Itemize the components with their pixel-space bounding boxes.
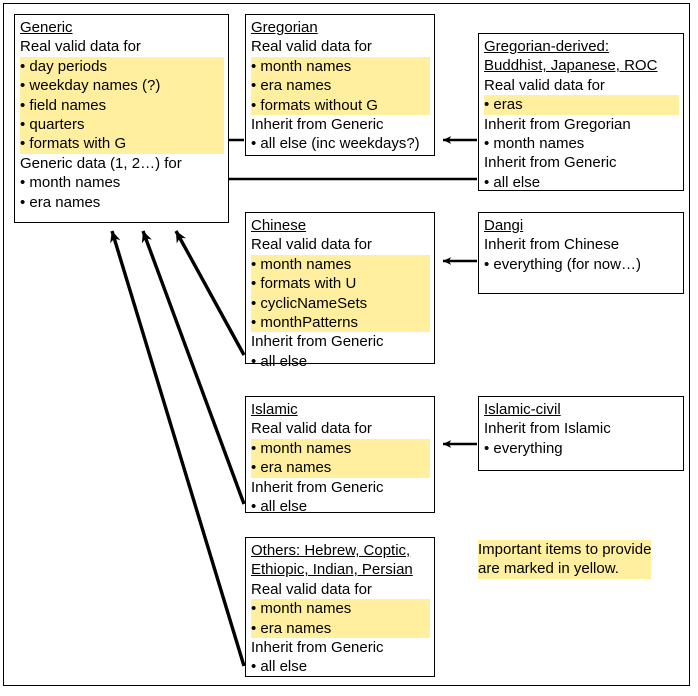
node-generic-line-5: • formats with G [20, 134, 224, 154]
legend-note-line-2: are marked in yellow. [478, 559, 652, 579]
diagram-outer-frame [3, 3, 690, 686]
node-others-title: Others: Hebrew, Coptic, [251, 542, 411, 559]
node-generic-line-3: • field names [20, 95, 224, 116]
node-gregorian-derived-line-4: Inherit from Generic [484, 154, 617, 172]
node-islamic[interactable]: Islamic Real valid data for • month name… [245, 396, 435, 516]
node-others-line-0: Real valid data for [251, 580, 372, 598]
node-generic-line-8: • era names [20, 193, 101, 211]
node-gregorian-line-5: • all else (inc weekdays?) [251, 135, 420, 153]
node-islamic-line-4: • all else [251, 498, 308, 516]
node-others-line-4: • all else [251, 658, 308, 676]
node-others[interactable]: Others: Hebrew, Coptic, Ethiopic, Indian… [245, 537, 435, 677]
node-gregorian-line-4: Inherit from Generic [251, 116, 384, 134]
node-generic-line-2: • weekday names (?) [20, 76, 224, 96]
node-others-title2: Ethiopic, Indian, Persian [251, 561, 413, 579]
node-generic-line-7: • month names [20, 174, 121, 192]
node-gregorian-derived-title2: Buddhist, Japanese, ROC [484, 57, 658, 75]
node-gregorian-derived-title: Gregorian-derived: [484, 38, 610, 55]
node-others-line-2: • era names [251, 618, 430, 639]
node-islamic-civil-line-1: • everything [484, 439, 563, 457]
node-gregorian-line-1: • month names [251, 56, 430, 77]
node-islamic-civil[interactable]: Islamic-civil Inherit from Islamic • eve… [478, 396, 684, 471]
node-gregorian-derived-line-2: Inherit from Gregorian [484, 115, 631, 133]
legend-note-line-1: Important items to provide [478, 540, 652, 560]
node-generic-line-6: Generic data (1, 2…) for [20, 154, 182, 172]
node-chinese-title: Chinese [251, 217, 307, 234]
node-gregorian-title: Gregorian [251, 19, 318, 36]
node-chinese-line-2: • formats with U [251, 274, 430, 294]
node-dangi-line-1: • everything (for now…) [484, 255, 641, 273]
node-chinese-line-4: • monthPatterns [251, 313, 430, 333]
node-generic[interactable]: Generic Real valid data for • day period… [14, 14, 229, 223]
node-gregorian-derived-line-1: • eras [484, 95, 679, 115]
node-gregorian[interactable]: Gregorian Real valid data for • month na… [245, 14, 435, 156]
node-islamic-line-0: Real valid data for [251, 420, 372, 438]
node-chinese-line-6: • all else [251, 352, 308, 370]
node-chinese-line-0: Real valid data for [251, 236, 372, 254]
node-islamic-line-1: • month names [251, 438, 430, 459]
node-gregorian-line-0: Real valid data for [251, 38, 372, 56]
node-dangi-line-0: Inherit from Chinese [484, 236, 620, 254]
node-generic-title: Generic [20, 19, 73, 36]
node-chinese[interactable]: Chinese Real valid data for • month name… [245, 212, 435, 370]
node-chinese-line-3: • cyclicNameSets [251, 293, 430, 314]
legend-note: Important items to provide are marked in… [478, 540, 652, 579]
node-islamic-line-2: • era names [251, 458, 430, 478]
node-gregorian-derived-line-5: • all else [484, 173, 541, 191]
node-islamic-title: Islamic [251, 401, 298, 418]
node-gregorian-line-3: • formats without G [251, 95, 430, 116]
node-chinese-line-1: • month names [251, 254, 430, 275]
node-islamic-civil-title: Islamic-civil [484, 401, 561, 418]
node-others-line-3: Inherit from Generic [251, 639, 384, 657]
node-generic-line-1: • day periods [20, 56, 224, 77]
node-islamic-line-3: Inherit from Generic [251, 478, 384, 496]
node-dangi-title: Dangi [484, 217, 524, 234]
node-chinese-line-5: Inherit from Generic [251, 333, 384, 351]
node-others-line-1: • month names [251, 599, 430, 619]
node-gregorian-derived-line-0: Real valid data for [484, 76, 605, 94]
node-gregorian-derived-line-3: • month names [484, 135, 585, 153]
node-dangi[interactable]: Dangi Inherit from Chinese • everything … [478, 212, 684, 294]
node-generic-line-0: Real valid data for [20, 38, 141, 56]
node-islamic-civil-line-0: Inherit from Islamic [484, 420, 611, 438]
node-generic-line-4: • quarters [20, 115, 224, 135]
node-gregorian-line-2: • era names [251, 76, 430, 96]
node-gregorian-derived[interactable]: Gregorian-derived: Buddhist, Japanese, R… [478, 33, 684, 191]
